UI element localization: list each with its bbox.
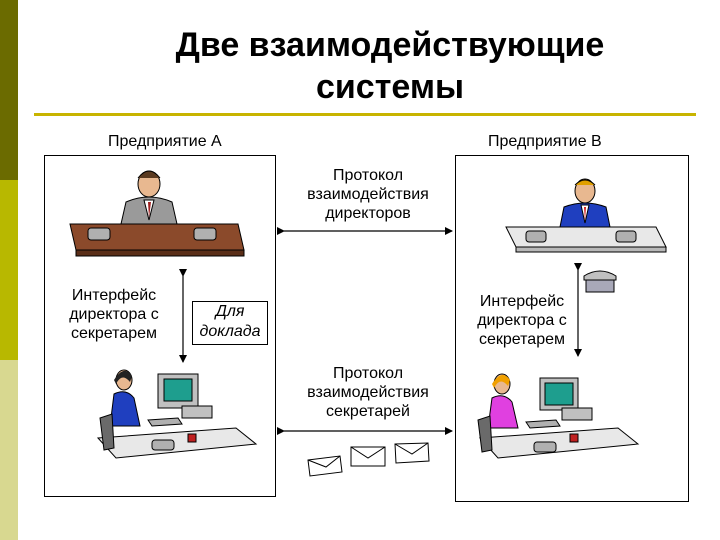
envelope-icon [307, 455, 343, 477]
interface-b-line-2: директора с [477, 312, 567, 329]
secretary-a-illustration [96, 369, 258, 459]
directors-protocol-line-2: взаимодействия [307, 186, 429, 203]
envelope-icon [394, 442, 430, 464]
for-report-box: Для доклада [192, 301, 268, 345]
slide-title: Две взаимодействующие системы [120, 24, 660, 108]
interface-b-label: Интерфейс директора с секретарем [464, 292, 580, 349]
secretaries-protocol-line-2: взаимодействия [307, 384, 429, 401]
interface-a-line-1: Интерфейс [71, 287, 157, 304]
directors-protocol-line-1: Протокол [332, 167, 404, 184]
secretaries-protocol-line-1: Протокол [332, 365, 404, 382]
title-line-2: системы [315, 68, 465, 106]
director-a-illustration [69, 170, 245, 257]
for-report-line-1: Для [215, 303, 245, 320]
interface-a-line-3: секретарем [70, 325, 157, 342]
sidebar-segment-dark [0, 0, 18, 180]
title-line-1: Две взаимодействующие [175, 26, 605, 64]
enterprise-a-label: Предприятие А [108, 133, 222, 150]
directors-protocol-line-3: директоров [325, 205, 411, 222]
title-underline [34, 113, 696, 116]
interface-b-line-3: секретарем [478, 331, 565, 348]
interface-a-label: Интерфейс директора с секретарем [56, 286, 172, 343]
sidebar-segment-olive [0, 180, 18, 360]
phone-icon [583, 270, 617, 293]
secretaries-protocol-label: Протокол взаимодействия секретарей [286, 364, 450, 421]
for-report-line-2: доклада [199, 323, 261, 340]
director-b-illustration [505, 178, 667, 253]
sidebar-segment-light [0, 360, 18, 540]
secretary-b-illustration [477, 373, 640, 459]
interface-b-line-1: Интерфейс [479, 293, 565, 310]
directors-protocol-label: Протокол взаимодействия директоров [286, 166, 450, 223]
enterprise-b-label: Предприятие В [488, 133, 602, 150]
interface-a-line-2: директора с [69, 306, 159, 323]
envelope-icon [350, 446, 386, 467]
decorative-sidebar [0, 0, 18, 540]
secretaries-protocol-line-3: секретарей [326, 403, 410, 420]
